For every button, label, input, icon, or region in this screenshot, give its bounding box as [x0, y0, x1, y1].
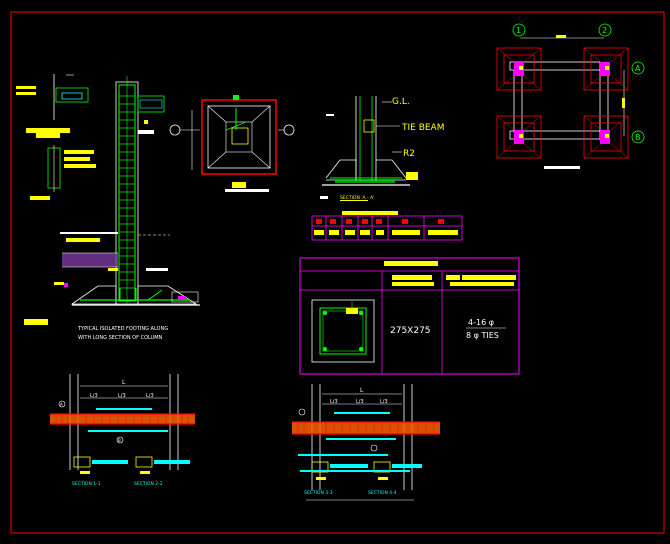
l3-left-a: L/3 [90, 393, 98, 399]
l3-right-b: L/3 [356, 399, 364, 405]
marker-a-left: A [60, 402, 63, 407]
tie-beam-label: TIE BEAM [401, 123, 444, 133]
span-l-left: L [122, 379, 126, 386]
l3-right-c: L/3 [380, 399, 388, 405]
footing-schedule-table [311, 211, 463, 241]
section-a-a: G.L. TIE BEAM R2 SECTION 'A - A' [320, 96, 444, 201]
section-1-1-left: SECTION 1-1 [72, 481, 101, 487]
l3-left-c: L/3 [146, 393, 154, 399]
footing-layout-plan: 1 2 A B [496, 23, 645, 169]
section-3-3-right: SECTION 3-3 [304, 490, 333, 496]
section-a-a-title: SECTION 'A - A' [340, 195, 374, 201]
footing-plan [169, 95, 295, 192]
marker-b-left: B [118, 438, 121, 443]
main-bars-text: 4-16 φ [468, 318, 494, 327]
l3-left-b: L/3 [118, 393, 126, 399]
grid-b-label: B [635, 133, 641, 142]
beam-detail-right: L L/3 L/3 L/3 SECTION 3-3 SECTION 4-4 [292, 384, 440, 501]
grid-a-label: A [635, 64, 641, 73]
footing-caption-line-1: TYPICAL ISOLATED FOOTING ALONG [77, 326, 168, 332]
drawing-frame [10, 11, 665, 534]
l3-right-a: L/3 [330, 399, 338, 405]
column-long-section: TYPICAL ISOLATED FOOTING ALONG WITH LONG… [24, 76, 200, 341]
grid-2-label: 2 [602, 26, 607, 35]
span-l-right: L [360, 387, 364, 394]
left-detail-symbols [16, 74, 96, 200]
column-schedule-table: 275X275 4-16 φ 8 φ TIES [299, 257, 520, 375]
ties-text: 8 φ TIES [466, 331, 499, 340]
grid-1-label: 1 [516, 26, 521, 35]
gl-label: G.L. [392, 97, 410, 107]
beam-detail-left: L L/3 L/3 L/3 A B SECTION 1-1 SECTION 2-… [50, 374, 195, 487]
footing-caption-line-2: WITH LONG SECTION OF COLUMN [78, 335, 163, 341]
r2-label: R2 [403, 149, 415, 159]
column-size-text: 275X275 [390, 326, 431, 336]
section-4-4-right: SECTION 4-4 [368, 490, 397, 496]
section-2-2-left: SECTION 2-2 [134, 481, 163, 487]
